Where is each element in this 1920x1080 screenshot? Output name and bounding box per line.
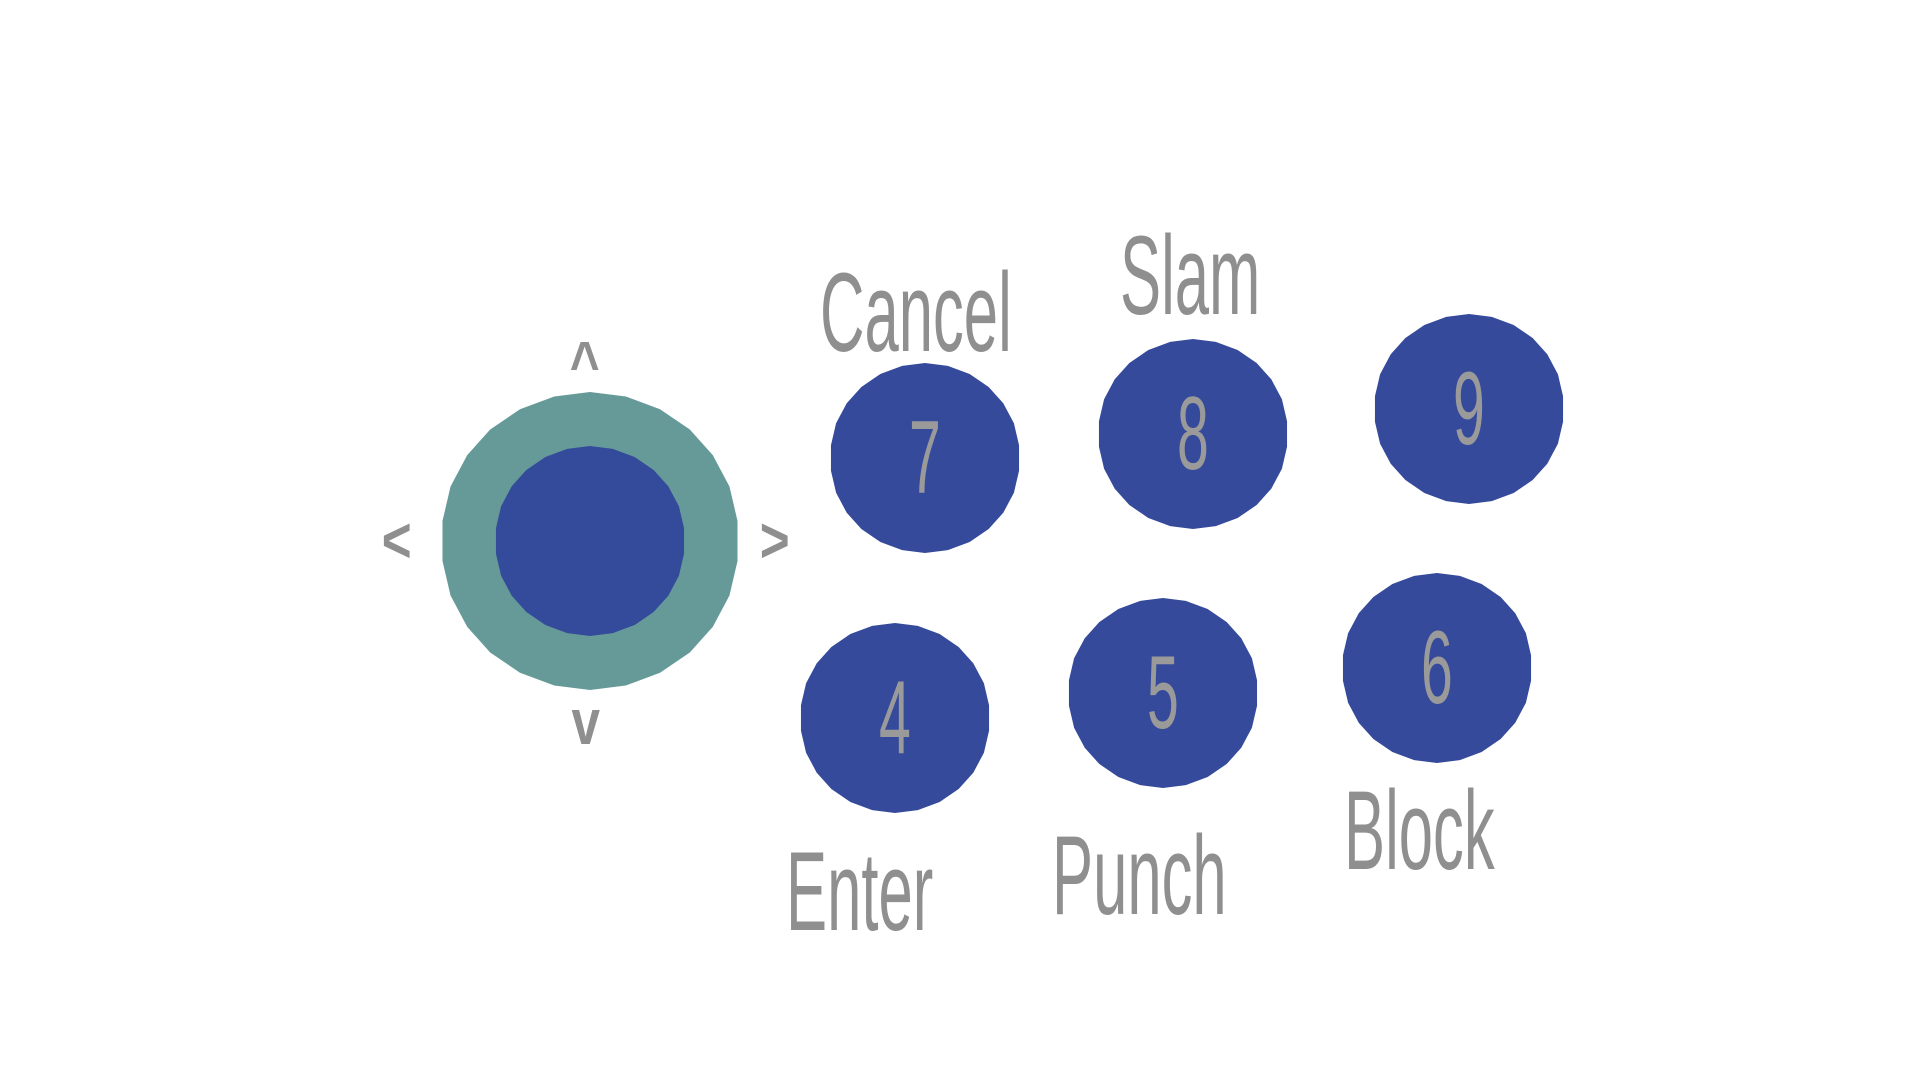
- label-punch: Punch: [1052, 813, 1227, 938]
- joystick-right-arrow: >: [759, 504, 790, 576]
- button-7-number: 7: [909, 400, 941, 516]
- button-5-number: 5: [1147, 635, 1179, 751]
- label-slam: Slam: [1120, 213, 1261, 338]
- button-4-number: 4: [879, 660, 911, 776]
- button-9[interactable]: 9: [1374, 314, 1564, 504]
- button-5[interactable]: 5: [1068, 598, 1258, 788]
- button-8[interactable]: 8: [1098, 339, 1288, 529]
- button-7[interactable]: 7: [830, 363, 1020, 553]
- button-6[interactable]: 6: [1342, 573, 1532, 763]
- joystick-left-arrow: <: [381, 504, 412, 576]
- button-9-number: 9: [1453, 351, 1485, 467]
- joystick-knob[interactable]: [495, 446, 685, 636]
- button-6-number: 6: [1421, 610, 1453, 726]
- joystick-up-arrow: ^: [569, 328, 600, 400]
- button-4[interactable]: 4: [800, 623, 990, 813]
- joystick-base[interactable]: [442, 392, 738, 690]
- button-8-number: 8: [1177, 376, 1209, 492]
- label-enter: Enter: [786, 829, 934, 954]
- label-cancel: Cancel: [820, 250, 1012, 375]
- label-block: Block: [1344, 768, 1495, 893]
- joystick-down-arrow: v: [571, 686, 601, 758]
